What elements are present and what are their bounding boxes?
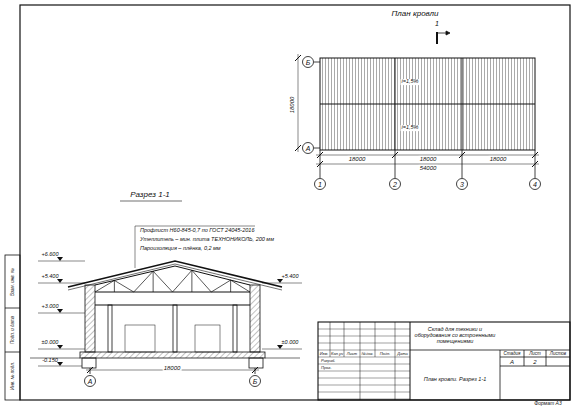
table-rule (318, 350, 410, 351)
sheet-frame (20, 5, 570, 400)
drawing-label: Дата (397, 351, 408, 355)
table-rule (318, 357, 410, 358)
drawing-label: Профлист Н60-845-0,7 по ГОСТ 24045-2016 (140, 228, 254, 234)
table-rule (318, 343, 410, 344)
drawing-label: План кровли (392, 10, 439, 18)
drawing-label: +3.000 (42, 304, 59, 310)
foundation (82, 358, 96, 368)
floor-slab (80, 352, 265, 358)
side-strip (5, 255, 20, 400)
axis-letter: 3 (460, 181, 464, 188)
drawing-label: Пров. (321, 365, 332, 369)
table-rule (318, 399, 410, 400)
drawing-label: А (510, 358, 514, 364)
wall (85, 285, 95, 352)
table-rule (318, 378, 410, 379)
title-block (318, 322, 570, 400)
axis-bubble: А (84, 375, 96, 387)
axis-bubble: 4 (529, 178, 541, 190)
truss-post (153, 271, 154, 292)
truss-post (191, 270, 192, 292)
truss-post (114, 280, 115, 292)
axis-letter: 4 (533, 181, 537, 188)
drawing-label: Взам. инв. № (10, 268, 15, 296)
drawing-label: Изм. (320, 351, 329, 355)
axis-letter: А (88, 378, 93, 385)
drawing-label: Пароизоляция – плёнка, 0,2 мм (140, 246, 221, 252)
drawing-label: Стадия (504, 351, 521, 356)
drawing-label: Утеплитель – мин. плита ТЕХНОНИКОЛЬ, 200… (140, 237, 274, 243)
drawing-label: ±0.000 (42, 340, 59, 346)
drawing-label: Кол.уч (331, 351, 343, 355)
drawing-label: Склад для техники и оборудования со встр… (412, 327, 498, 344)
truss-post (230, 280, 231, 292)
drawing-label: +5.400 (282, 274, 299, 280)
drawing-label: Подп. и дата (10, 316, 15, 344)
drawing-label: 18000 (348, 156, 367, 162)
roof-slope (68, 261, 282, 287)
drawing-label: i=1,5% (401, 125, 420, 131)
drawing-label: 1 (435, 20, 439, 27)
drawing-label: +6.600 (42, 252, 59, 258)
table-rule (318, 364, 410, 365)
axis-letter: 1 (318, 181, 322, 188)
drawing-label: i=1,5% (401, 79, 420, 85)
drawing-label: ±0.000 (282, 340, 299, 346)
drawing-label: №док. (362, 351, 374, 355)
axis-bubble: Б (249, 375, 261, 387)
axis-letter: Б (306, 59, 311, 66)
drawing-label: +5.400 (42, 274, 59, 280)
axis-bubble: 2 (389, 178, 401, 190)
axis-letter: Б (253, 378, 258, 385)
drawing-label: 18000 (419, 156, 438, 162)
axis-bubble: 3 (456, 178, 468, 190)
drawing-label: Лист (347, 351, 357, 355)
drawing-label: Подп. (380, 351, 391, 355)
drawing-label: 18000 (489, 156, 508, 162)
drawing-label: Разрез 1-1 (130, 191, 170, 199)
drawing-label: Формат А3 (534, 401, 561, 406)
wall (250, 285, 260, 352)
drawing-label: Лист (529, 351, 541, 356)
drawing-label: -0.150 (42, 358, 58, 364)
axis-bubble: 1 (314, 178, 326, 190)
table-rule (318, 371, 410, 372)
roof-plan (320, 58, 535, 150)
drawing-label: 2 (533, 358, 536, 364)
axis-letter: 2 (393, 181, 397, 188)
axis-letter: А (306, 145, 311, 152)
table-rule (318, 385, 410, 386)
drawing-label: 18000 (289, 96, 295, 115)
table-rule (318, 392, 410, 393)
drawing-label: Инв. № подл. (10, 362, 15, 390)
axis-bubble: А (302, 142, 314, 154)
drawing-label: Листов (550, 351, 566, 356)
drawing-label: План кровли. Разрез 1-1 (424, 377, 487, 383)
drawing-label: 54000 (419, 165, 438, 171)
foundation (249, 358, 263, 368)
table-rule (318, 336, 410, 337)
axis-bubble: Б (302, 56, 314, 68)
drawing-label: 18000 (163, 365, 182, 371)
drawing-label: Разраб. (321, 358, 335, 362)
table-rule (318, 329, 410, 330)
truss-web (95, 270, 250, 292)
